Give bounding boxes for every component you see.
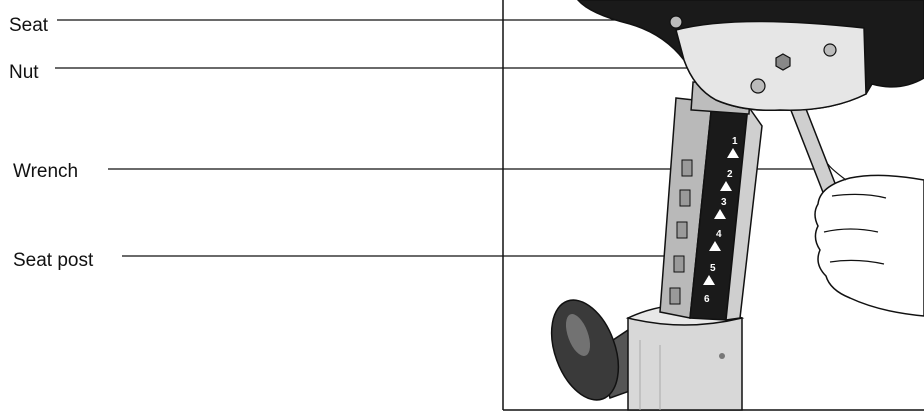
hand xyxy=(815,164,924,316)
post-marking-3-number: 3 xyxy=(721,197,727,208)
post-marking-1-number: 1 xyxy=(732,136,738,147)
seat-bolt-right xyxy=(824,44,836,56)
nut xyxy=(776,54,790,70)
frame-collar xyxy=(628,305,742,410)
seat-bolt-left xyxy=(670,16,682,28)
label-seat-post-text: Seat post xyxy=(13,250,94,271)
post-marking-6-number: 6 xyxy=(704,294,710,305)
seat xyxy=(578,0,924,110)
seat-bolt-center xyxy=(751,79,765,93)
post-marking-6: 6 xyxy=(704,294,710,305)
post-marking-5-number: 5 xyxy=(710,263,716,274)
label-nut-text: Nut xyxy=(9,62,39,83)
post-marking-4-number: 4 xyxy=(716,229,722,240)
label-seat-text: Seat xyxy=(9,15,49,36)
label-seat-post: Seat post xyxy=(13,250,690,271)
label-wrench-text: Wrench xyxy=(13,161,78,182)
label-seat: Seat xyxy=(9,15,685,36)
label-nut: Nut xyxy=(9,62,778,83)
post-marking-2-number: 2 xyxy=(727,169,733,180)
